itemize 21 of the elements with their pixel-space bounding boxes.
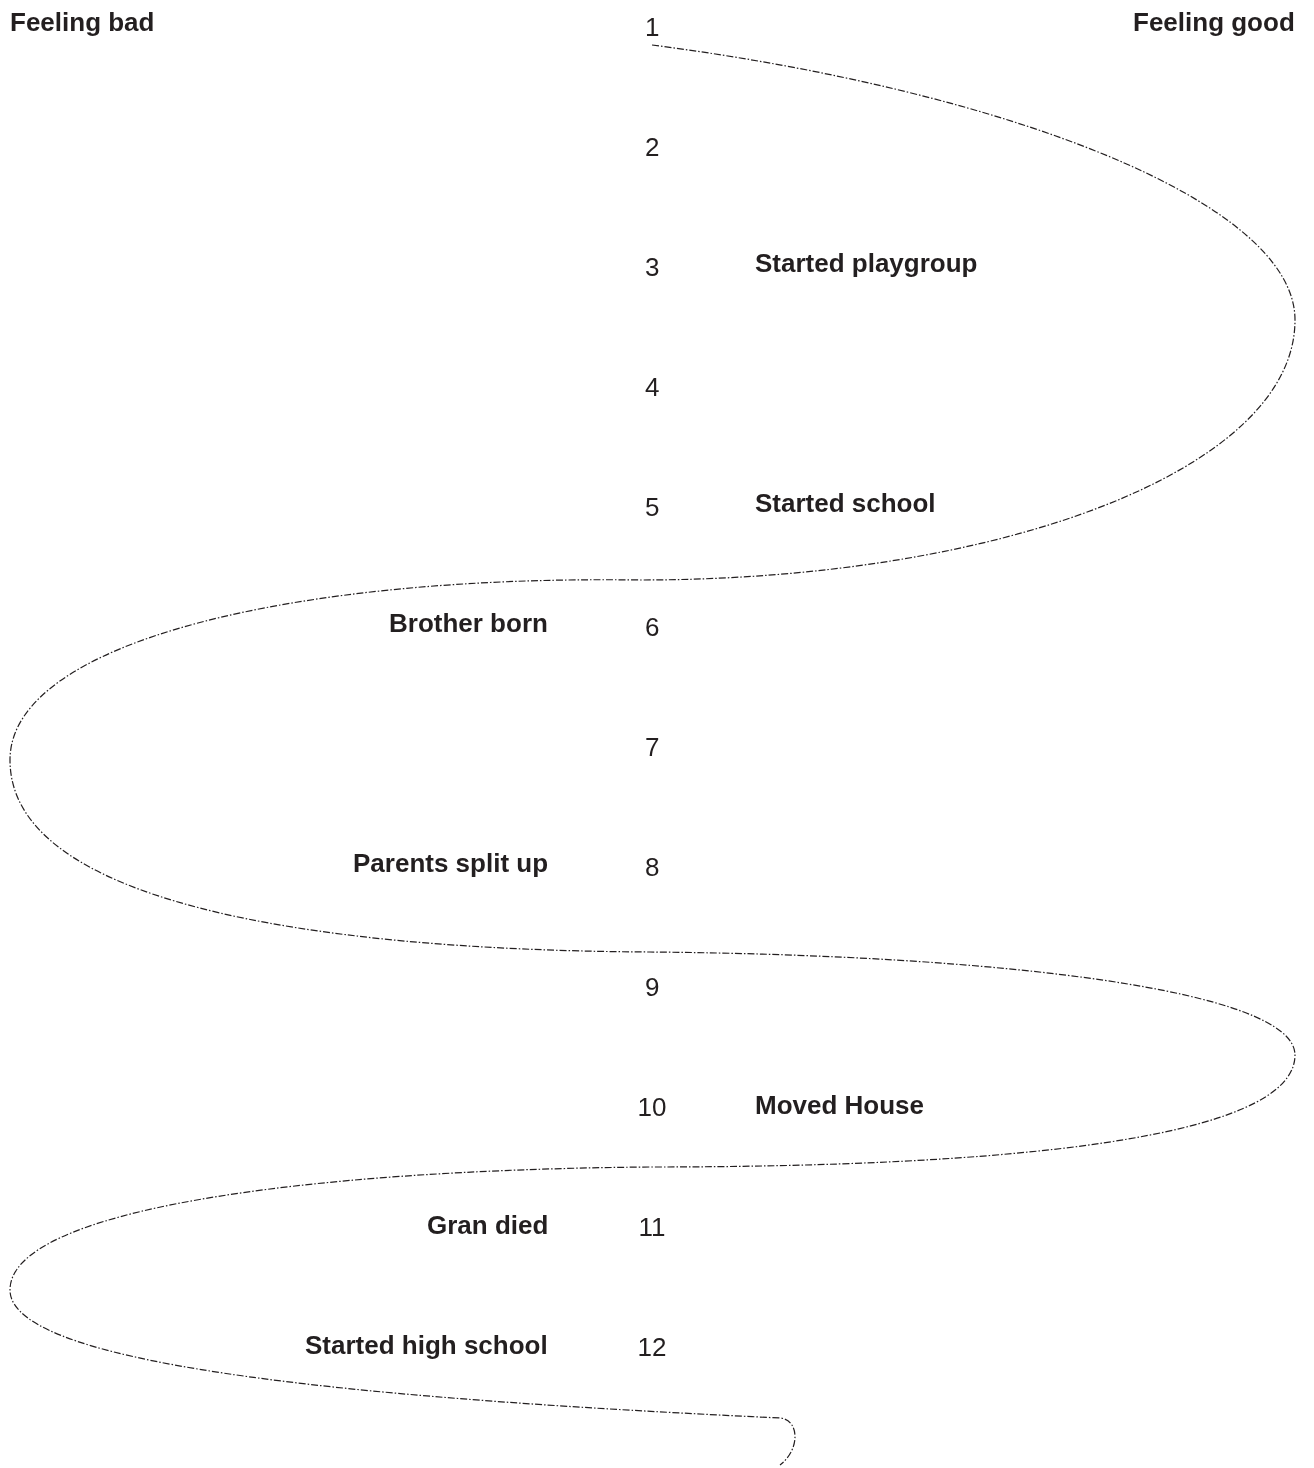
axis-label: Feeling good — [1133, 7, 1295, 37]
event-label: Moved House — [755, 1090, 925, 1120]
age-number: 5 — [645, 492, 660, 522]
age-number: 4 — [645, 372, 660, 402]
age-number: 10 — [637, 1092, 667, 1122]
age-number: 7 — [645, 732, 660, 762]
event-label: Parents split up — [353, 848, 549, 878]
age-number: 1 — [645, 12, 660, 42]
event-label: Started playgroup — [755, 248, 978, 278]
event-label: Started high school — [305, 1330, 548, 1360]
age-number: 2 — [645, 132, 660, 162]
age-number: 3 — [645, 252, 660, 282]
event-label: Started school — [755, 488, 936, 518]
age-number: 12 — [637, 1332, 667, 1362]
event-label: Brother born — [389, 608, 548, 638]
age-number: 8 — [645, 852, 660, 882]
age-number: 11 — [638, 1212, 666, 1242]
age-number: 9 — [645, 972, 660, 1002]
age-number: 6 — [645, 612, 660, 642]
event-label: Gran died — [427, 1210, 549, 1240]
axis-label: Feeling bad — [10, 7, 155, 37]
